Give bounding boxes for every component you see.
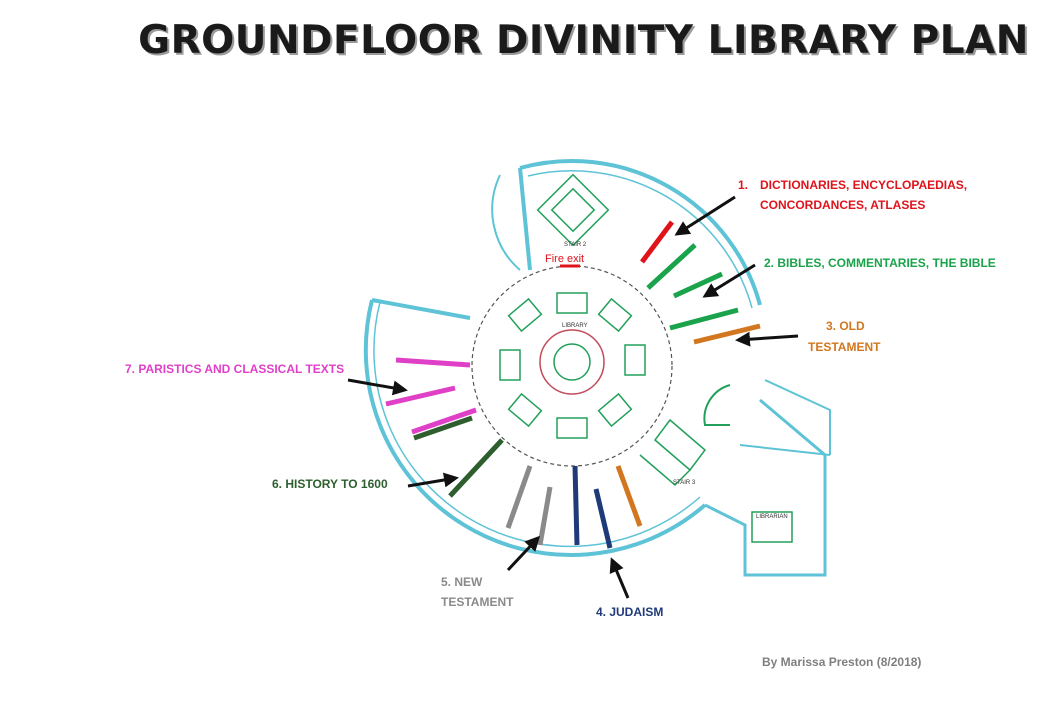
section-6-label: 6. HISTORY TO 1600 xyxy=(272,477,388,491)
librarian-label: LIBRARIAN xyxy=(756,514,788,520)
stair-2-label: STAIR 2 xyxy=(564,242,587,248)
librarian-desk xyxy=(751,511,793,543)
central-circle xyxy=(471,265,673,467)
stair-2 xyxy=(536,173,610,247)
library-label: LIBRARY xyxy=(562,323,588,329)
stair-3 xyxy=(639,418,707,487)
section-2-label: 2. BIBLES, COMMENTARIES, THE BIBLE xyxy=(764,256,996,270)
section-3-line-2: TESTAMENT xyxy=(808,340,881,354)
outer-wall xyxy=(363,159,831,577)
shelf-section-5 xyxy=(505,465,553,546)
section-5-line-2: TESTAMENT xyxy=(441,595,514,609)
shelf-section-2 xyxy=(646,243,739,331)
shelf-section-1 xyxy=(640,220,674,264)
page-title: GROUNDFLOOR DIVINITY LIBRARY PLAN xyxy=(138,18,1029,63)
fire-exit-label: Fire exit xyxy=(545,253,584,265)
credit: By Marissa Preston (8/2018) xyxy=(762,655,922,669)
service-desk xyxy=(703,384,731,426)
section-5-line-1: 5. NEW xyxy=(441,575,483,589)
section-4-label: 4. JUDAISM xyxy=(596,605,664,619)
pointer-arrows xyxy=(347,195,799,599)
section-3-line-1: 3. OLD xyxy=(826,319,865,333)
shelf-section-3 xyxy=(615,323,761,527)
reading-tables xyxy=(499,292,646,439)
section-1-number: 1. xyxy=(738,178,749,192)
section-1-line-1: DICTIONARIES, ENCYCLOPAEDIAS, xyxy=(760,178,968,192)
shelf-section-4 xyxy=(572,465,613,549)
shelf-section-7 xyxy=(385,357,477,435)
section-1-line-2: CONCORDANCES, ATLASES xyxy=(760,198,926,212)
section-7-label: 7. PARISTICS AND CLASSICAL TEXTS xyxy=(125,362,345,376)
stair-3-label: STAIR 3 xyxy=(673,480,696,486)
